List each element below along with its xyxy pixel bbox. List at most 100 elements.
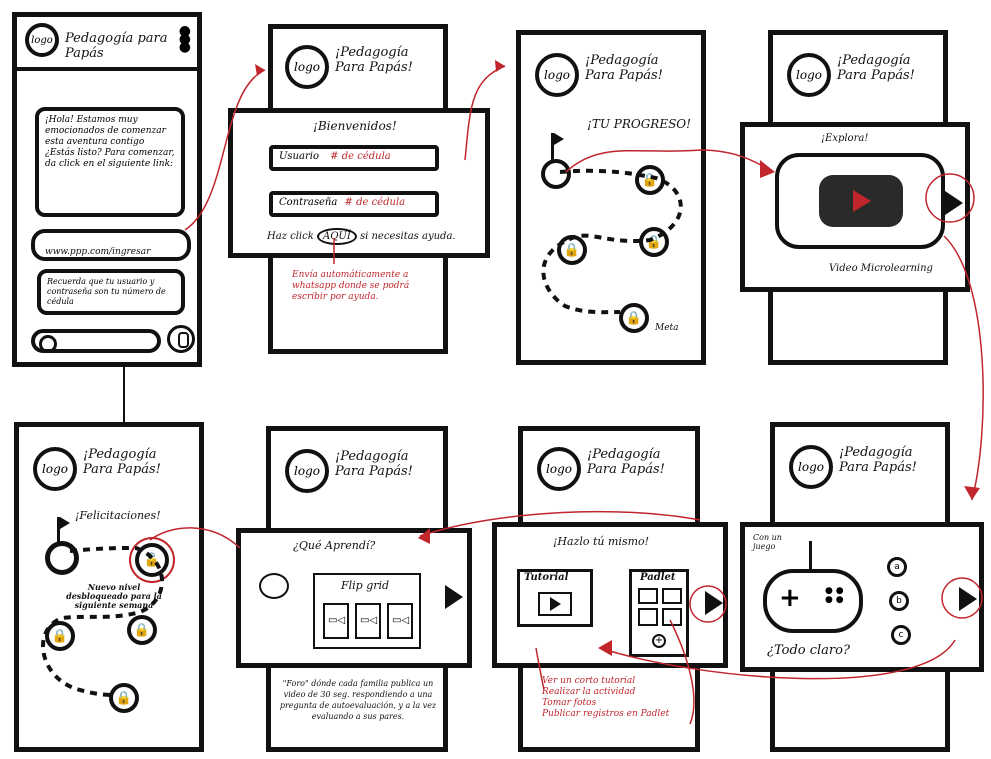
app-title: ¡Pedagogía Para Papás!	[585, 53, 675, 83]
user-field[interactable]: Usuario # de cédula	[269, 145, 439, 171]
diy-step: Realizar la actividad	[542, 687, 712, 698]
diy-step: Publicar registros en Padlet	[542, 709, 712, 720]
video-camera-icon: ▭◁	[328, 615, 345, 626]
lock-icon[interactable]: 🔒	[45, 621, 75, 651]
app-title: Pedagogía para Papás	[65, 31, 197, 61]
arrow-head-icon	[964, 486, 980, 500]
start-node	[541, 159, 571, 189]
password-hint: # de cédula	[345, 197, 406, 208]
start-flag-icon-flag	[60, 517, 70, 529]
padlet-card	[662, 608, 682, 626]
tutorial-label: Tutorial	[524, 572, 568, 583]
gamepad-cord	[809, 541, 812, 569]
chat-face-icon	[259, 573, 289, 599]
app-title: ¡Pedagogía Para Papás!	[587, 447, 677, 477]
gamepad-icon: + ● ●● ●	[763, 569, 863, 633]
next-arrow-icon[interactable]	[445, 585, 463, 609]
header: logo ¡Pedagogía Para Papás!	[535, 53, 675, 97]
whatsapp-note: Envía automáticamente a whatsapp donde s…	[292, 270, 442, 303]
padlet-label: Padlet	[640, 572, 676, 583]
chat-message-input[interactable]	[31, 329, 161, 353]
logo: logo	[537, 447, 581, 491]
next-arrow-icon[interactable]	[945, 191, 963, 215]
chat-link-bubble[interactable]: www.ppp.com/ingresar	[31, 229, 191, 261]
gamepad-buttons-icon: ● ●● ●	[825, 587, 844, 605]
emoji-icon[interactable]	[39, 335, 57, 353]
video-player-icon[interactable]	[819, 175, 903, 227]
lock-icon[interactable]: 🔒	[127, 615, 157, 645]
logo: logo	[789, 445, 833, 489]
add-icon[interactable]: +	[652, 634, 666, 648]
lock-icon[interactable]: 🔒	[557, 235, 587, 265]
password-field[interactable]: Contraseña # de cédula	[269, 191, 439, 217]
game-label: Con un juego	[753, 533, 789, 551]
password-label: Contraseña	[279, 197, 337, 208]
next-arrow-icon[interactable]	[959, 587, 977, 611]
next-arrow-icon[interactable]	[705, 591, 723, 615]
tutorial-panel[interactable]: Tutorial	[517, 569, 593, 627]
video-camera-icon: ▭◁	[360, 615, 377, 626]
microphone-icon[interactable]	[167, 325, 195, 353]
arrow-head-icon	[255, 64, 265, 76]
help-prefix: Haz click	[267, 231, 314, 242]
option-c[interactable]: c	[891, 625, 911, 645]
quiz-question: ¿Todo claro?	[767, 643, 850, 658]
padlet-card	[662, 588, 682, 604]
chat-header: logo Pedagogía para Papás ●●●	[17, 17, 197, 71]
header: logo ¡Pedagogía Para Papás!	[537, 447, 677, 491]
user-hint: # de cédula	[330, 151, 391, 162]
video-camera-icon: ▭◁	[392, 615, 409, 626]
screen-chat: logo Pedagogía para Papás ●●● ¡Hola! Est…	[12, 12, 202, 367]
chat-bubble-reminder: Recuerda que tu usuario y contraseña son…	[37, 269, 185, 315]
diy-heading: ¡Hazlo tú mismo!	[553, 535, 649, 548]
lock-icon[interactable]: 🔒	[619, 303, 649, 333]
logo: logo	[285, 45, 329, 89]
padlet-card	[638, 608, 658, 626]
unlocked-level-icon[interactable]: 🔓	[135, 543, 169, 577]
app-title: ¡Pedagogía Para Papás!	[839, 445, 929, 475]
video-tile[interactable]: ▭◁	[355, 603, 381, 639]
start-node	[45, 541, 79, 575]
option-a[interactable]: a	[887, 557, 907, 577]
help-link[interactable]: AQUÍ	[317, 228, 357, 245]
header: logo ¡Pedagogía Para Papás!	[33, 447, 173, 491]
lock-icon[interactable]: 🔒	[635, 165, 665, 195]
chat-bubble-welcome: ¡Hola! Estamos muy emocionados de comenz…	[35, 107, 185, 217]
login-heading: ¡Bienvenidos!	[313, 119, 397, 133]
video-tile[interactable]: ▭◁	[387, 603, 413, 639]
play-icon[interactable]	[853, 190, 871, 212]
logo: logo	[285, 449, 329, 493]
lock-icon[interactable]: 🔒	[639, 227, 669, 257]
diy-steps: Ver un corto tutorial Realizar la activi…	[542, 676, 712, 720]
diy-card: ¡Hazlo tú mismo! Tutorial Padlet +	[492, 522, 728, 668]
game-card: Con un juego + ● ●● ● a b c ¿Todo claro?	[740, 522, 984, 672]
header: logo ¡Pedagogía Para Papás!	[285, 45, 425, 89]
help-suffix: si necesitas ayuda.	[360, 231, 456, 242]
unlock-note: Nuevo nivel desbloqueado para la siguien…	[59, 583, 169, 610]
video-caption: Video Microlearning	[829, 263, 933, 274]
user-label: Usuario	[279, 151, 319, 162]
kebab-icon[interactable]: ●●●	[179, 27, 191, 51]
video-tile[interactable]: ▭◁	[323, 603, 349, 639]
option-b[interactable]: b	[889, 591, 909, 611]
flipgrid-label: Flip grid	[341, 579, 389, 592]
flipgrid-panel[interactable]: Flip grid ▭◁ ▭◁ ▭◁	[313, 573, 421, 649]
padlet-panel[interactable]: Padlet +	[629, 569, 689, 657]
header: logo ¡Pedagogía Para Papás!	[789, 445, 929, 489]
arrow-head-icon	[495, 60, 505, 72]
logo: logo	[33, 447, 77, 491]
logo: logo	[787, 53, 831, 97]
play-icon[interactable]	[538, 592, 572, 616]
header: logo ¡Pedagogía Para Papás!	[787, 53, 927, 97]
header: logo ¡Pedagogía Para Papás!	[285, 449, 425, 493]
learned-card: ¿Qué Aprendí? Flip grid ▭◁ ▭◁ ▭◁	[236, 528, 472, 668]
video-frame[interactable]	[775, 153, 945, 249]
login-card: ¡Bienvenidos! Usuario # de cédula Contra…	[228, 108, 490, 258]
lock-icon[interactable]: 🔒	[109, 683, 139, 713]
app-title: ¡Pedagogía Para Papás!	[335, 45, 425, 75]
screen-congrats: logo ¡Pedagogía Para Papás! ¡Felicitacio…	[14, 422, 204, 752]
screen-progress: logo ¡Pedagogía Para Papás! ¡TU PROGRESO…	[516, 30, 706, 365]
chat-link[interactable]: www.ppp.com/ingresar	[45, 247, 150, 257]
diy-step: Ver un corto tutorial	[542, 676, 712, 687]
